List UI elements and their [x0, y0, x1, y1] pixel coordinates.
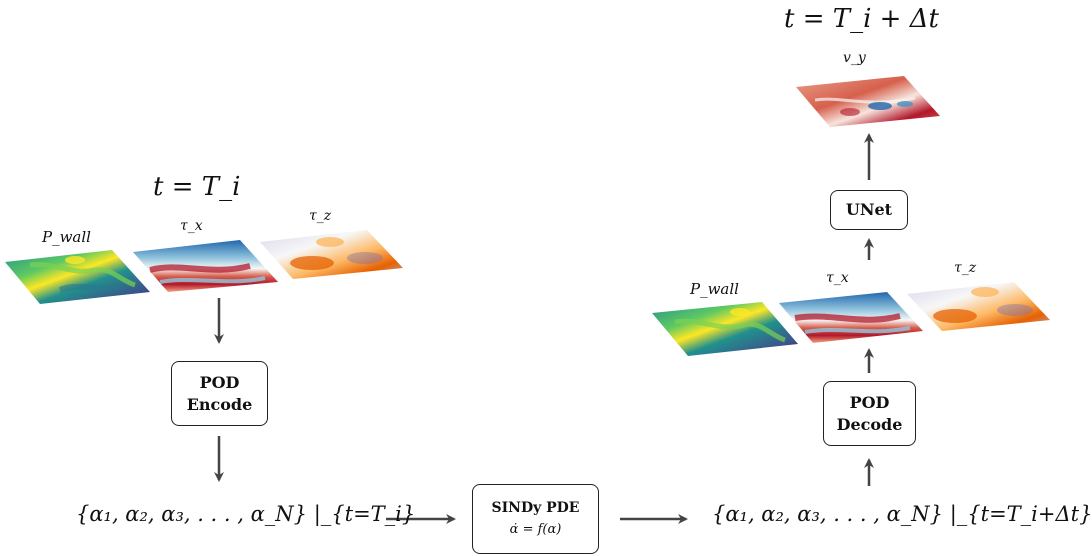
- unet-label: UNet: [845, 200, 893, 219]
- left-tau-x-label: τ_x: [180, 218, 203, 234]
- pod-decode-box: POD Decode: [823, 381, 916, 446]
- left-tau-z-map: [260, 230, 403, 279]
- left-p-wall-label: P_wall: [42, 228, 91, 246]
- left-coefficients: {α₁, α₂, α₃, . . . , α_N} |_{t=T_i}: [76, 502, 416, 526]
- right-coefficients: {α₁, α₂, α₃, . . . , α_N} |_{t=T_i+Δt}: [712, 502, 1092, 526]
- sindy-equation: α̇ = f(α): [509, 522, 562, 537]
- pod-encode-box: POD Encode: [171, 361, 268, 426]
- right-tau-x-map: [779, 292, 923, 343]
- sindy-title: SINDy PDE: [491, 500, 580, 516]
- left-p-wall-map: [5, 250, 150, 304]
- right-tau-z-label: τ_z: [954, 260, 977, 276]
- pod-decode-line1: POD: [849, 392, 890, 412]
- right-p-wall-map: [652, 302, 798, 356]
- right-vy-map: [796, 76, 940, 127]
- pod-encode-line2: Encode: [186, 394, 253, 414]
- left-tau-z-label: τ_z: [309, 208, 332, 224]
- right-tau-x-label: τ_x: [826, 270, 849, 286]
- left-tau-x-map: [133, 240, 278, 292]
- right-tau-z-map: [907, 282, 1050, 331]
- sindy-pde-box: SINDy PDE α̇ = f(α): [472, 484, 599, 554]
- pod-decode-line2: Decode: [836, 414, 903, 434]
- right-p-wall-label: P_wall: [690, 280, 739, 298]
- unet-box: UNet: [830, 190, 908, 230]
- left-time-label: t = T_i: [153, 172, 241, 202]
- right-time-label: t = T_i + Δt: [784, 4, 939, 34]
- right-vy-label: v_y: [843, 50, 866, 66]
- diagram-canvas: [5, 76, 1050, 524]
- pod-encode-line1: POD: [199, 372, 240, 392]
